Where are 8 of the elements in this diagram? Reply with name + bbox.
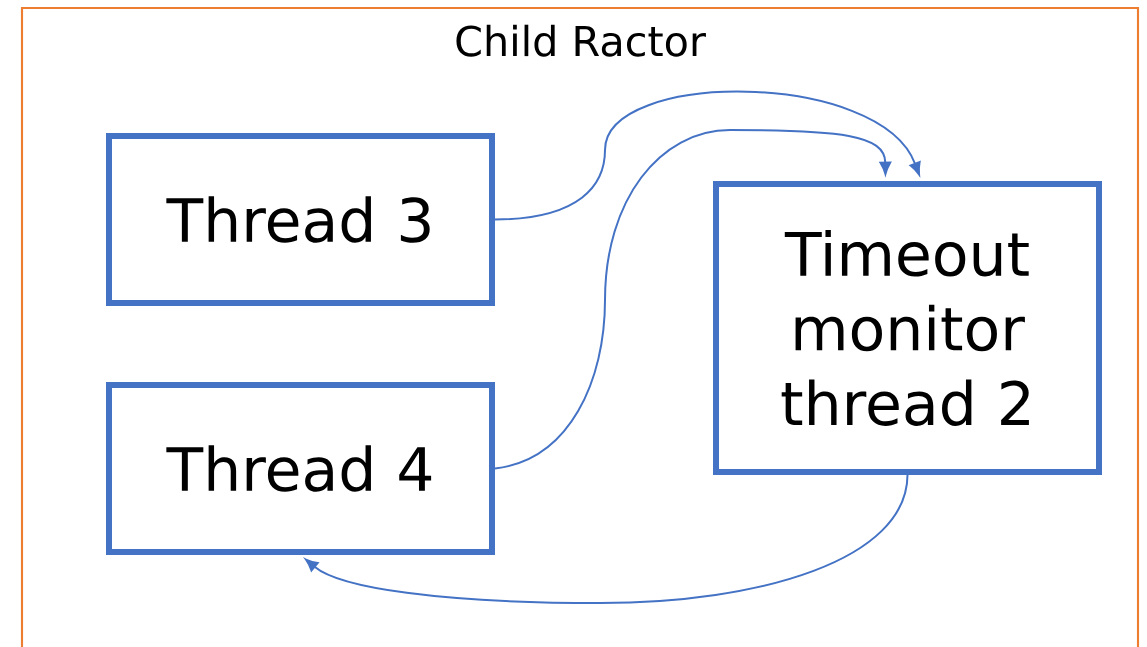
thread-box: Thread 4 bbox=[106, 382, 495, 555]
frame-title: Child Ractor bbox=[456, 24, 706, 57]
arrow bbox=[494, 90, 921, 221]
frame bbox=[20, 6, 1140, 647]
thread-box: Thread 3 bbox=[106, 133, 495, 306]
arrow bbox=[304, 474, 909, 604]
thread-box: Timeout monitor thread 2 bbox=[713, 181, 1102, 475]
arrow bbox=[494, 129, 892, 470]
